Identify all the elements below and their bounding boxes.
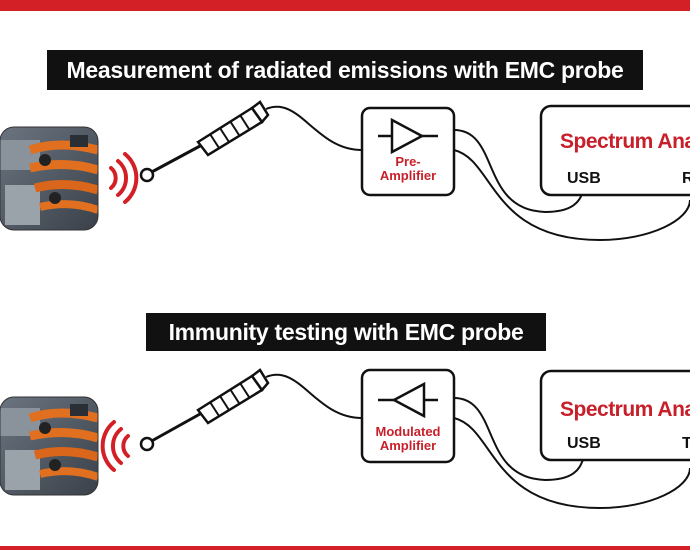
amplifier-triangle-icon (378, 117, 438, 155)
signal-waves-icon (109, 152, 139, 204)
rf-port-label: R (682, 170, 690, 187)
usb-port-label: USB (567, 435, 601, 452)
usb-port-label: USB (567, 170, 601, 187)
tx-port-label: T (682, 435, 690, 452)
amplifier-box (360, 106, 456, 197)
amplifier-label: Pre- Amplifier (362, 155, 454, 183)
emc-probe-icon (139, 100, 270, 183)
amplifier-box (360, 368, 456, 464)
emc-probe-icon (139, 368, 270, 452)
top-accent-bar (0, 0, 690, 11)
spectrum-analyzer-label: Spectrum Analyz (560, 398, 690, 421)
bottom-accent-bar (0, 546, 690, 550)
spectrum-analyzer-box (539, 104, 690, 197)
probe-cable (265, 373, 363, 419)
analyzer-return-cable (453, 149, 690, 242)
analyzer-return-cable (453, 417, 690, 510)
amplifier-label-text: Modulated Amplifier (375, 424, 441, 453)
engine-photo-frame (0, 396, 99, 496)
amplifier-triangle-icon (378, 381, 438, 419)
amplifier-label: Modulated Amplifier (362, 425, 454, 453)
engine-photo (0, 127, 98, 230)
amplifier-label-text: Pre- Amplifier (379, 154, 437, 183)
amp-to-analyzer-cable (453, 397, 586, 482)
amp-to-analyzer-cable (453, 129, 586, 214)
section-title: Immunity testing with EMC probe (146, 313, 546, 351)
probe-cable (265, 105, 363, 151)
engine-photo-frame (0, 126, 99, 231)
section-title: Measurement of radiated emissions with E… (47, 50, 643, 90)
signal-waves-icon (100, 420, 130, 472)
engine-photo (0, 397, 98, 495)
spectrum-analyzer-label: Spectrum Analyz (560, 130, 690, 153)
spectrum-analyzer-box (539, 369, 690, 462)
